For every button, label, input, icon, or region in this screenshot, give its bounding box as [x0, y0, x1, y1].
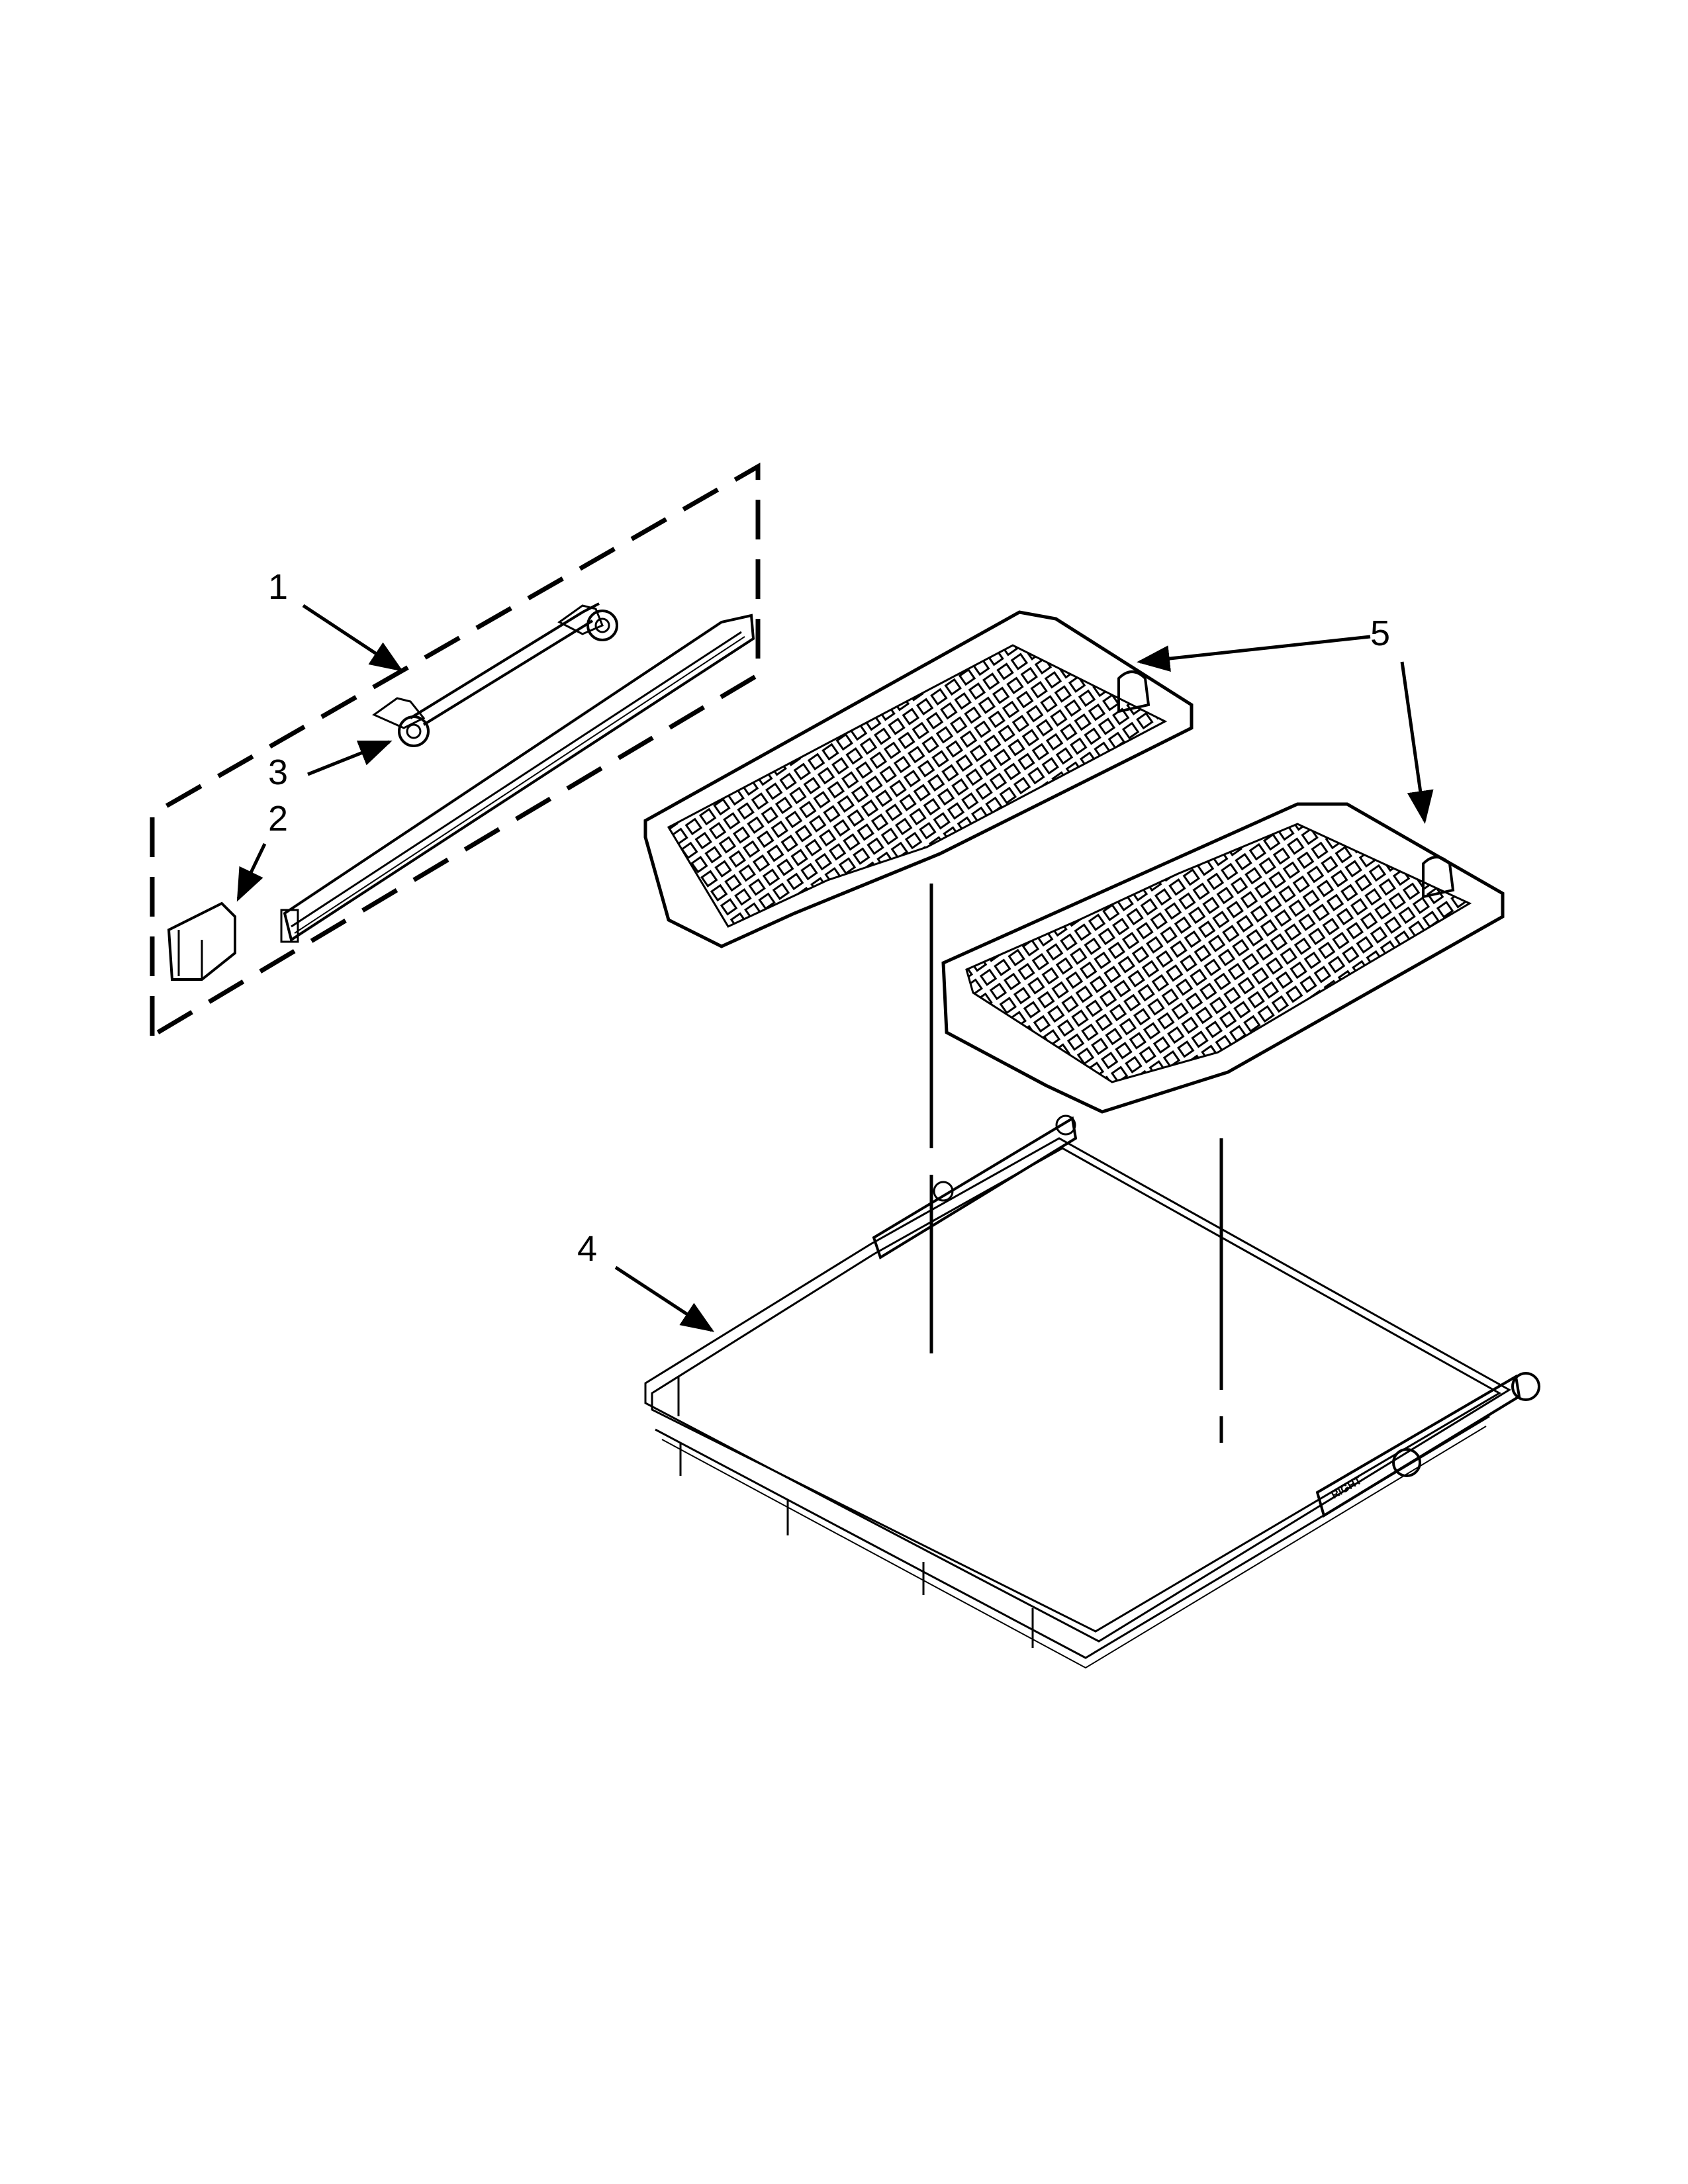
callout-arrow-2 — [236, 842, 267, 902]
rail-right-text: RIGHT — [1330, 1475, 1364, 1502]
callout-arrow-5a — [1137, 635, 1371, 672]
callout-3: 3 — [268, 752, 289, 792]
callout-arrow-4 — [614, 1265, 715, 1332]
callout-arrow-5b — [1400, 661, 1434, 824]
callout-4: 4 — [577, 1229, 598, 1269]
rail-end-cap-clip — [167, 901, 236, 981]
utensil-tray-right — [941, 802, 1505, 1114]
callout-arrows — [236, 604, 1434, 1332]
utensil-tray-left — [643, 610, 1194, 948]
callout-arrow-3 — [307, 740, 393, 776]
callout-1: 1 — [268, 567, 289, 607]
long-rail — [280, 614, 755, 943]
callout-arrow-1 — [302, 604, 404, 672]
rack-frame — [644, 1115, 1540, 1669]
callout-2: 2 — [268, 799, 289, 839]
kit-dashed-box — [150, 462, 761, 1038]
rail-wheel-assembly — [371, 602, 618, 747]
alignment-lines — [929, 884, 1223, 1463]
callout-5: 5 — [1370, 614, 1391, 653]
